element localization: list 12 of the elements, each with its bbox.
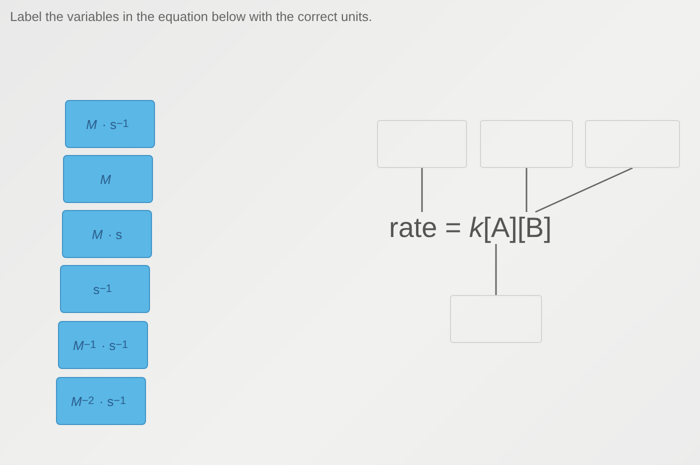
answer-box [450, 295, 542, 343]
leader-line [526, 168, 528, 212]
leader-line [535, 167, 633, 213]
answer-box [480, 120, 573, 168]
answer-box [585, 120, 680, 168]
answer-box [377, 120, 467, 168]
unit-tile: M [63, 155, 153, 203]
leader-line [421, 168, 423, 212]
unit-tile: M · s [62, 210, 152, 258]
leader-line [495, 244, 497, 295]
rate-equation: rate = k[A][B] [389, 212, 552, 244]
instruction-text: Label the variables in the equation below with the correct units. [10, 9, 372, 24]
